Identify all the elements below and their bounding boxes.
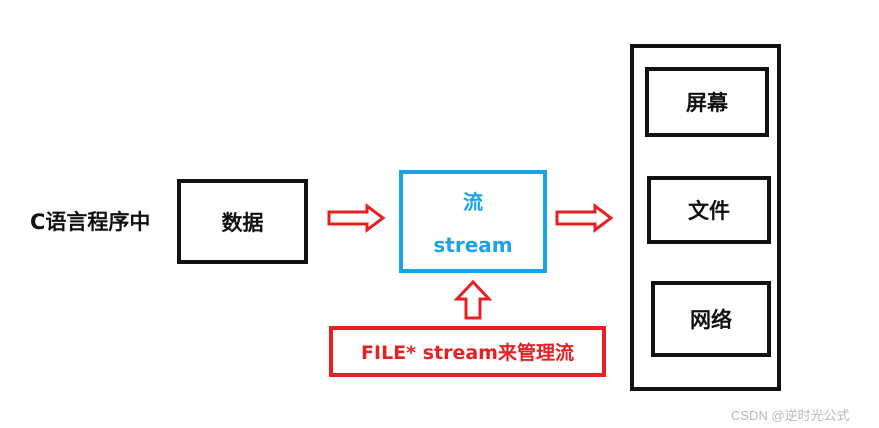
network-box: 网络 bbox=[651, 281, 771, 357]
arrow-data-to-stream-icon bbox=[327, 203, 386, 233]
arrow-stream-to-devices-icon bbox=[555, 203, 614, 233]
data-label: 数据 bbox=[221, 210, 264, 235]
stream-title: 流 bbox=[463, 190, 483, 214]
file-box: 文件 bbox=[647, 176, 771, 244]
stream-subtitle: stream bbox=[433, 233, 513, 257]
file-manage-label: FILE* stream来管理流 bbox=[361, 342, 574, 364]
screen-box: 屏幕 bbox=[645, 67, 769, 137]
stream-box: 流 stream bbox=[399, 170, 547, 273]
source-label: C语言程序中 bbox=[30, 210, 151, 234]
file-label: 文件 bbox=[688, 199, 730, 223]
screen-label: 屏幕 bbox=[686, 91, 728, 115]
arrow-up-to-stream-icon bbox=[453, 279, 493, 320]
file-manage-box: FILE* stream来管理流 bbox=[329, 326, 606, 377]
devices-panel bbox=[630, 44, 781, 391]
watermark: CSDN @逆时光公式 bbox=[731, 408, 850, 423]
network-label: 网络 bbox=[690, 308, 732, 332]
data-box: 数据 bbox=[177, 179, 308, 264]
